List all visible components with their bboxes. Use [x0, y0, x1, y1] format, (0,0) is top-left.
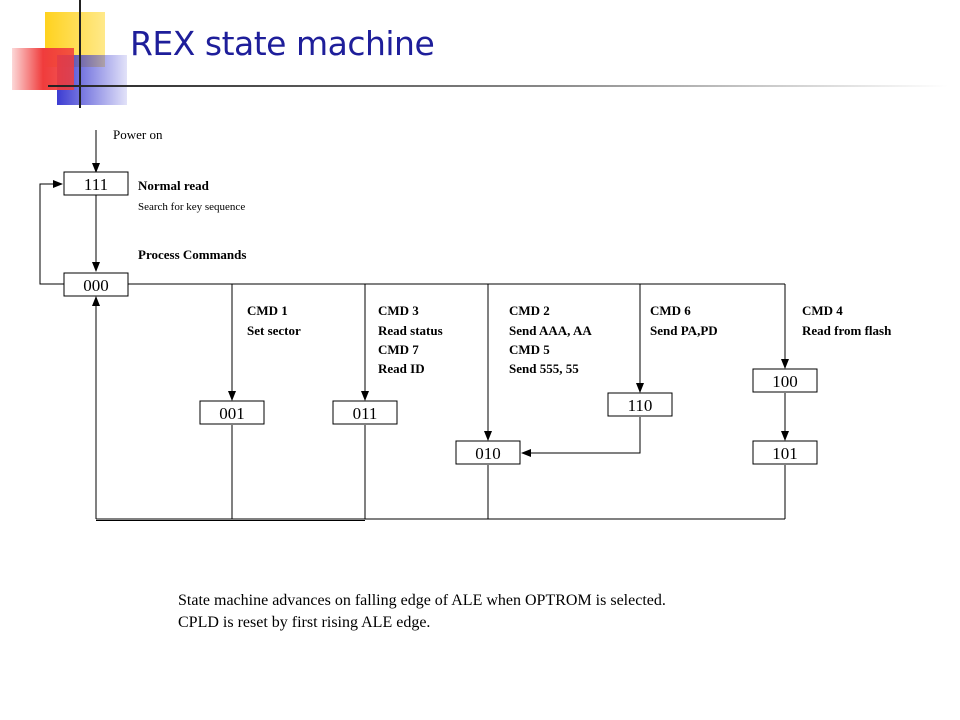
cmd2-line-1: CMD 2: [509, 303, 550, 318]
cmd2-line-2: Send AAA, AA: [509, 323, 592, 338]
connectors: [39, 130, 789, 521]
cmd3-line-1: CMD 3: [378, 303, 419, 318]
state-label-111: 111: [84, 175, 108, 194]
search-key-label: Search for key sequence: [138, 201, 245, 213]
process-commands-label: Process Commands: [138, 247, 246, 262]
state-box-100: [752, 368, 818, 393]
state-box-010: [455, 440, 521, 465]
state-box-111: [63, 171, 129, 196]
state-box-000: [63, 272, 129, 297]
state-box-011: [332, 400, 398, 425]
state-label-001: 001: [219, 404, 245, 423]
state-label-101: 101: [772, 444, 798, 463]
state-label-000: 000: [83, 276, 109, 295]
state-label-010: 010: [475, 444, 501, 463]
title-underline: [48, 85, 948, 87]
normal-read-label: Normal read: [138, 178, 210, 193]
cmd1-line-1: CMD 1: [247, 303, 288, 318]
slide-title: REX state machine: [130, 24, 435, 63]
cmd1-line-2: Set sector: [247, 323, 301, 338]
note-line-1: State machine advances on falling edge o…: [178, 592, 666, 609]
decorative-logo: [12, 0, 140, 108]
cmd6-line-1: CMD 6: [650, 303, 691, 318]
cmd6-line-2: Send PA,PD: [650, 323, 718, 338]
cmd3-line-2: Read status: [378, 323, 443, 338]
cmd3-line-3: CMD 7: [378, 342, 419, 357]
cmd4-line-1: CMD 4: [802, 303, 843, 318]
note-line-2: CPLD is reset by first rising ALE edge.: [178, 614, 431, 631]
cmd2-line-4: Send 555, 55: [509, 361, 579, 376]
power-on-label: Power on: [113, 127, 163, 142]
state-box-110: [607, 392, 673, 417]
state-label-100: 100: [772, 372, 798, 391]
state-label-110: 110: [628, 396, 653, 415]
cmd3-line-4: Read ID: [378, 361, 425, 376]
state-box-101: [752, 440, 818, 465]
notes: State machine advances on falling edge o…: [178, 590, 666, 634]
state-box-001: [199, 400, 265, 425]
cmd2-line-3: CMD 5: [509, 342, 550, 357]
state-label-011: 011: [353, 404, 378, 423]
cmd4-line-2: Read from flash: [802, 323, 892, 338]
